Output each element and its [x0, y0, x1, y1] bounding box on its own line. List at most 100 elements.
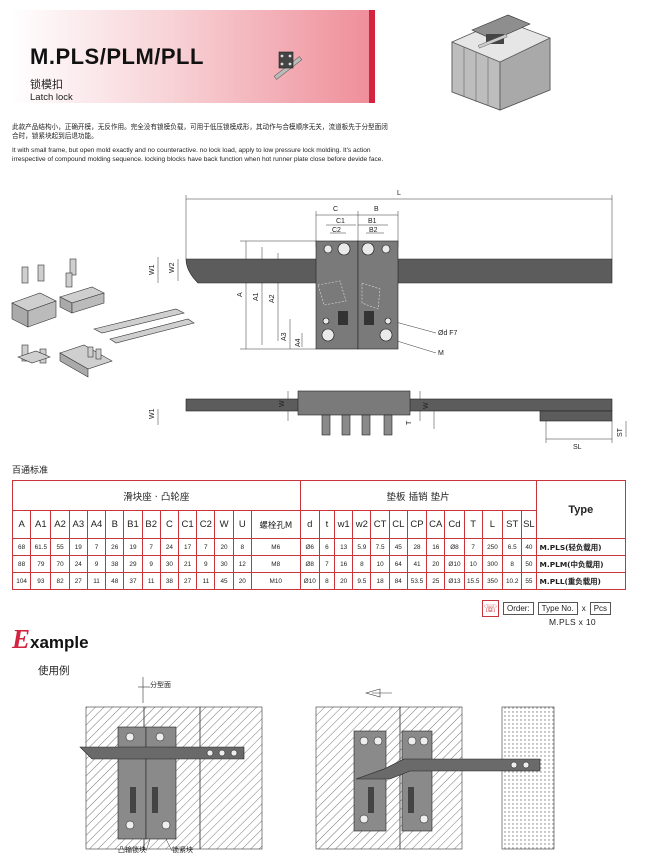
- table-cell: 7: [318, 555, 336, 573]
- table-cell: 250: [481, 538, 504, 556]
- table-cell: 15.5: [463, 572, 483, 590]
- column-header: Cd: [444, 510, 465, 539]
- table-cell: 68: [11, 538, 32, 556]
- table-cell: 10.2: [502, 572, 523, 590]
- table-cell: 48: [105, 572, 125, 590]
- type-cell: M.PLS(轻负载用): [535, 538, 627, 556]
- table-cell: 7: [463, 538, 483, 556]
- column-header: A: [11, 510, 32, 539]
- column-header: L: [481, 510, 504, 539]
- order-example: M.PLS x 10: [549, 617, 596, 627]
- table-cell: 6: [318, 538, 336, 556]
- table-cell: 30: [159, 555, 180, 573]
- column-header: A1: [30, 510, 52, 539]
- dim-label-W-left: W: [279, 400, 286, 407]
- table-cell: 16: [334, 555, 354, 573]
- column-header: CL: [388, 510, 408, 539]
- column-header: A4: [86, 510, 107, 539]
- dim-label-C: C: [333, 206, 338, 213]
- dim-label-L: L: [397, 190, 401, 197]
- exploded-parts-view: [11, 258, 195, 378]
- example-subtitle: 使用例: [38, 665, 70, 677]
- column-header: B1: [123, 510, 143, 539]
- table-cell: 25: [426, 572, 446, 590]
- dim-label-C2: C2: [332, 227, 341, 234]
- table-cell: 88: [11, 555, 32, 573]
- table-cell: 82: [50, 572, 70, 590]
- column-header: C1: [177, 510, 198, 539]
- table-cell: 12: [232, 555, 252, 573]
- table-cell: 20: [214, 538, 234, 556]
- dim-label-dF7: Ød F7: [438, 330, 458, 337]
- dim-label-M: M: [438, 350, 444, 357]
- table-cell: 37: [123, 572, 143, 590]
- table-cell: 26: [105, 538, 125, 556]
- table-cell: 20: [232, 572, 252, 590]
- dim-label-W1-side: W1: [149, 408, 156, 419]
- table-cell: 9: [196, 555, 216, 573]
- example-title: Example: [12, 624, 89, 654]
- table-cell: 64: [388, 555, 408, 573]
- order-label: Order:: [503, 602, 534, 615]
- table-cell: 61.5: [30, 538, 52, 556]
- subtitle-english: Latch lock: [30, 92, 73, 103]
- table-cell: 38: [105, 555, 125, 573]
- table-cell: 79: [30, 555, 52, 573]
- column-header: B: [105, 510, 125, 539]
- cam-block-label: 凸输锁块: [118, 846, 146, 854]
- column-header: CP: [406, 510, 428, 539]
- page-title: M.PLS/PLM/PLL: [30, 44, 204, 69]
- table-cell: 45: [214, 572, 234, 590]
- table-cell: 55: [50, 538, 70, 556]
- subtitle-chinese: 锁模扣: [30, 78, 63, 91]
- table-cell: 53.5: [406, 572, 428, 590]
- column-header: T: [463, 510, 483, 539]
- table-cell: 11: [141, 572, 161, 590]
- table-cell: 8: [318, 572, 336, 590]
- table-cell: 8: [352, 555, 372, 573]
- dim-label-ST: ST: [617, 427, 624, 437]
- header-banner: M.PLS/PLM/PLL 锁模扣 Latch lock: [10, 10, 375, 103]
- group-header-plates: 垫板 插销 垫片: [299, 480, 537, 511]
- technical-drawing: L C B C1 B1 C2 B2 W1 W2 A A1 A2 A3 A4 Ød…: [11, 190, 627, 451]
- table-cell: 19: [68, 538, 88, 556]
- dim-label-W2: W2: [169, 262, 176, 273]
- table-cell: M8: [250, 555, 301, 573]
- column-header: CT: [370, 510, 390, 539]
- lock-block-label: 锁紧块: [172, 846, 193, 854]
- table-cell: 84: [388, 572, 408, 590]
- dim-label-A1: A1: [253, 292, 260, 301]
- table-cell: 27: [68, 572, 88, 590]
- table-cell: 19: [123, 538, 143, 556]
- column-header: w1: [334, 510, 354, 539]
- table-cell: 13: [334, 538, 354, 556]
- dim-label-B1: B1: [368, 218, 377, 225]
- description-chinese: 此款产品结构小，正确开模，无反作用。完全没有锁模负载，可用于低压锁模成形，其动作…: [12, 123, 388, 140]
- mold-assembly-image: [451, 14, 551, 111]
- table-cell: Ø10: [299, 572, 320, 590]
- table-cell: 17: [177, 538, 198, 556]
- table-cell: 7: [86, 538, 107, 556]
- table-cell: 45: [388, 538, 408, 556]
- table-cell: 11: [196, 572, 216, 590]
- table-cell: 7: [196, 538, 216, 556]
- column-header: C2: [196, 510, 216, 539]
- table-cell: 8: [502, 555, 523, 573]
- dim-label-W1: W1: [149, 264, 156, 275]
- table-cell: 6.5: [502, 538, 523, 556]
- dim-label-A4: A4: [295, 338, 302, 347]
- table-cell: 28: [406, 538, 428, 556]
- table-cell: 30: [214, 555, 234, 573]
- dim-label-SL: SL: [573, 444, 582, 451]
- table-cell: Ø8: [299, 555, 320, 573]
- table-cell: Ø10: [444, 555, 465, 573]
- column-header: U: [232, 510, 252, 539]
- table-cell: M6: [250, 538, 301, 556]
- column-header: t: [318, 510, 336, 539]
- column-header: w2: [352, 510, 372, 539]
- table-cell: 20: [426, 555, 446, 573]
- table-cell: 8: [232, 538, 252, 556]
- dim-label-B2: B2: [369, 227, 378, 234]
